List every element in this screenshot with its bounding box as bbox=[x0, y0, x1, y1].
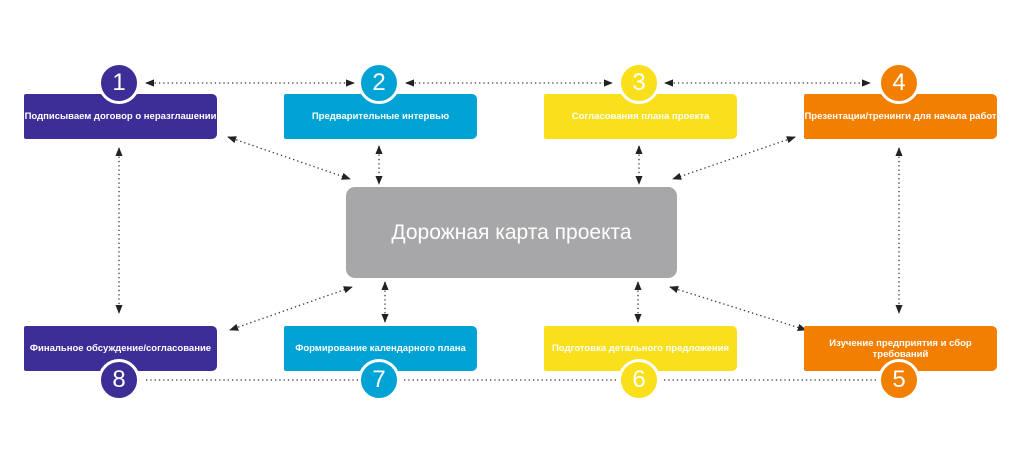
step-1-number: 1 bbox=[98, 62, 140, 104]
step-2-number: 2 bbox=[358, 62, 400, 104]
step-7-label: Формирование календарного плана bbox=[295, 343, 466, 354]
step-1-label: Подписываем договор о неразглашении bbox=[24, 111, 217, 122]
step-5-label: Изучение предприятия и сбор требований bbox=[829, 337, 972, 360]
step-5-number: 5 bbox=[878, 359, 920, 401]
arrow-1-center bbox=[227, 136, 351, 180]
step-7-box: Формирование календарного плана bbox=[284, 326, 477, 371]
step-8-label: Финальное обсуждение/согласование bbox=[29, 343, 212, 354]
step-4-number: 4 bbox=[878, 62, 920, 104]
center-label: Дорожная карта проекта bbox=[391, 220, 632, 244]
arrow-4-center bbox=[672, 136, 796, 180]
step-8-number: 8 bbox=[98, 359, 140, 401]
arrow-5-center bbox=[669, 285, 807, 332]
step-3-number: 3 bbox=[618, 62, 660, 104]
step-3-label: Согласования плана проекта bbox=[571, 111, 710, 122]
step-6-label: Подготовка детального предложения bbox=[551, 343, 730, 354]
step-4-label: Презентации/тренинги для начала работ bbox=[804, 111, 997, 122]
step-6-number: 6 bbox=[618, 359, 660, 401]
step-2-label: Предварительные интервью bbox=[311, 111, 450, 122]
arrow-8-center bbox=[229, 286, 353, 331]
step-7-number: 7 bbox=[358, 359, 400, 401]
roadmap-center-node: Дорожная карта проекта bbox=[346, 187, 677, 278]
